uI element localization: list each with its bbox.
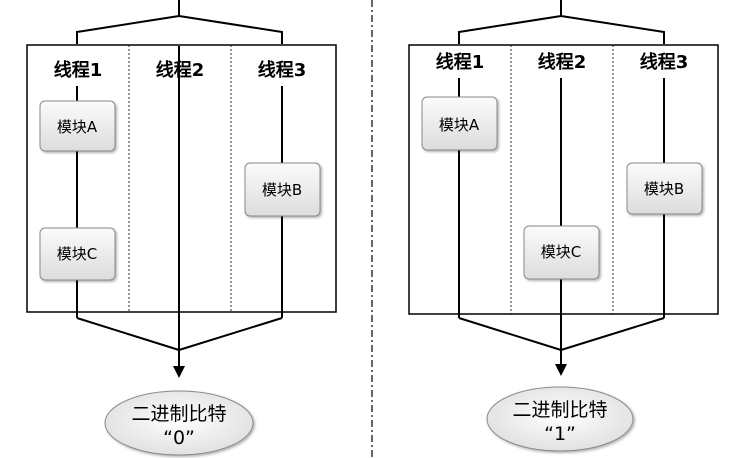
module-box-b: 模块B — [626, 162, 703, 215]
result-ellipse: 二进制比特 “0” — [104, 390, 254, 456]
fork-line-lane1 — [76, 0, 180, 44]
fork-line-lane3 — [178, 15, 283, 44]
lane-label-thread3: 线程3 — [258, 59, 307, 81]
result-value: “0” — [163, 427, 195, 449]
fork-line-lane1 — [458, 0, 562, 44]
arrow-head — [555, 364, 567, 376]
merge-line-lane1 — [458, 317, 562, 351]
arrow-head — [173, 366, 185, 378]
module-box-c: 模块C — [39, 227, 116, 281]
module-box-a: 模块A — [421, 96, 498, 151]
lane-label-thread3: 线程3 — [640, 51, 689, 73]
merge-line-lane3 — [560, 317, 665, 351]
left-diagram: 线程1 线程2 线程3 模块A 模块C 模块B 二进制比特 “0” — [26, 0, 337, 456]
right-diagram: 线程1 线程2 线程3 模块A 模块C 模块B 二进制比特 “1” — [408, 0, 719, 452]
lane-label-thread1: 线程1 — [436, 51, 485, 73]
thread-frame — [408, 44, 719, 315]
lane-label-thread2: 线程2 — [538, 51, 587, 73]
fork-line-lane3 — [560, 15, 665, 44]
module-label: 模块A — [439, 116, 480, 134]
module-label: 模块C — [57, 245, 97, 263]
merge-line-lane1 — [76, 317, 180, 351]
module-label: 模块B — [262, 181, 302, 199]
merge-line-lane3 — [178, 317, 283, 351]
module-box-b: 模块B — [244, 162, 321, 217]
result-title: 二进制比特 — [512, 399, 607, 421]
result-ellipse: 二进制比特 “1” — [486, 386, 634, 452]
module-box-c: 模块C — [523, 225, 600, 280]
module-label: 模块B — [644, 180, 684, 198]
result-value: “1” — [544, 423, 576, 445]
result-title: 二进制比特 — [131, 403, 226, 425]
lane-label-thread1: 线程1 — [54, 59, 103, 81]
module-label: 模块A — [57, 118, 98, 136]
module-box-a: 模块A — [39, 100, 116, 152]
thread-frame — [26, 44, 337, 313]
module-label: 模块C — [541, 243, 581, 261]
